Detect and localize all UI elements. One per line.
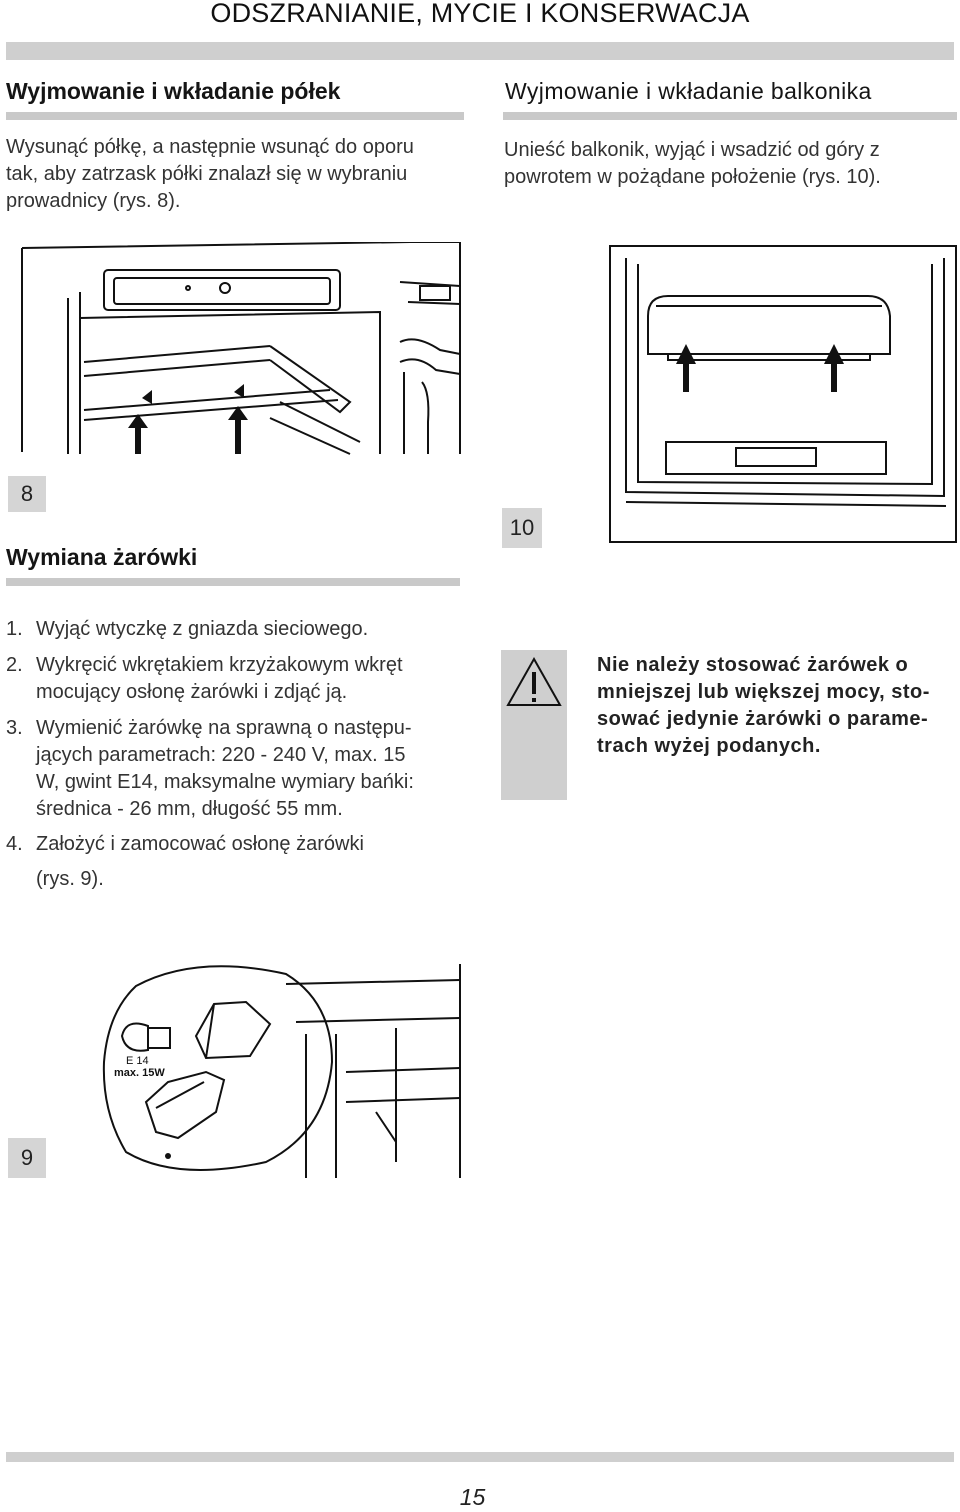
- exclamation-triangle-icon: [506, 656, 562, 706]
- bulb-steps: 1. Wyjąć wtyczkę z gniazda sieciowego. 2…: [6, 616, 486, 896]
- step-text: Założyć i zamocować osłonę żarówki (rys.…: [36, 831, 476, 893]
- shelves-heading: Wyjmowanie i wkładanie półek: [6, 78, 341, 104]
- shelves-text: Wysunąć półkę, a następnie wsunąć do opo…: [6, 134, 476, 215]
- warning-line: mniejszej lub większej mocy, sto-: [597, 681, 930, 703]
- step-line: Wymienić żarówkę na sprawną o następu-: [36, 717, 412, 739]
- shelves-text-line: tak, aby zatrzask półki znalazł się w wy…: [6, 163, 408, 185]
- step-line: średnica - 26 mm, długość 55 mm.: [36, 798, 343, 820]
- step-text: Wyjąć wtyczkę z gniazda sieciowego.: [36, 616, 476, 643]
- figure-9-bulb-power-text: max. 15W: [114, 1067, 165, 1079]
- warning-line: sować jedynie żarówki o parame-: [597, 708, 929, 730]
- step-line: mocujący osłonę żarówki i zdjąć ją.: [36, 681, 348, 703]
- step-line: Wykręcić wkrętakiem krzyżakowym wkręt: [36, 654, 403, 676]
- balcony-text-line: powrotem w pożądane położenie (rys. 10).: [504, 166, 881, 188]
- bulb-heading: Wymiana żarówki: [6, 544, 198, 570]
- shelves-heading-rule: [6, 112, 464, 120]
- step-number: 1.: [6, 618, 23, 640]
- balcony-heading-rule: [503, 112, 957, 120]
- warning-box: [501, 650, 567, 800]
- step-number: 4.: [6, 833, 23, 855]
- balcony-text: Unieść balkonik, wyjąć i wsadzić od góry…: [504, 137, 954, 191]
- figure-9-screw-icon: [165, 1153, 171, 1159]
- step-line: jących parametrach: 220 - 240 V, max. 15: [36, 744, 406, 766]
- step-number: 2.: [6, 654, 23, 676]
- figure-9-label: 9: [8, 1138, 46, 1178]
- step-text: Wymienić żarówkę na sprawną o następu- j…: [36, 715, 476, 823]
- figure-10-label: 10: [502, 508, 542, 548]
- warning-line: trach wyżej podanych.: [597, 735, 821, 757]
- page-title: ODSZRANIANIE, MYCIE I KONSERWACJA: [210, 0, 750, 28]
- title-rule: [6, 42, 954, 60]
- warning-line: Nie należy stosować żarówek o: [597, 654, 909, 676]
- step-line: (rys. 9).: [36, 868, 104, 890]
- step-number: 3.: [6, 717, 23, 739]
- page-number: 15: [459, 1484, 486, 1510]
- step-text: Wykręcić wkrętakiem krzyżakowym wkręt mo…: [36, 652, 476, 706]
- step-line: Wyjąć wtyczkę z gniazda sieciowego.: [36, 618, 369, 640]
- warning-text: Nie należy stosować żarówek o mniejszej …: [597, 652, 959, 760]
- figure-9-bulb-illustration: E 14 max. 15W: [102, 964, 461, 1178]
- footer-rule: [6, 1452, 954, 1462]
- figure-8-label: 8: [8, 476, 46, 512]
- balcony-heading: Wyjmowanie i wkładanie balkonika: [505, 78, 872, 104]
- shelves-text-line: prowadnicy (rys. 8).: [6, 190, 181, 212]
- step-line: Założyć i zamocować osłonę żarówki: [36, 833, 364, 855]
- figure-10-balcony-illustration: [609, 245, 957, 543]
- figure-9-bulb-type-text: E 14: [126, 1055, 149, 1067]
- bulb-heading-rule: [6, 578, 460, 586]
- step-line: W, gwint E14, maksymalne wymiary bańki:: [36, 771, 414, 793]
- shelves-text-line: Wysunąć półkę, a następnie wsunąć do opo…: [6, 136, 414, 158]
- balcony-text-line: Unieść balkonik, wyjąć i wsadzić od góry…: [504, 139, 880, 161]
- figure-8-shelf-illustration: [21, 242, 461, 455]
